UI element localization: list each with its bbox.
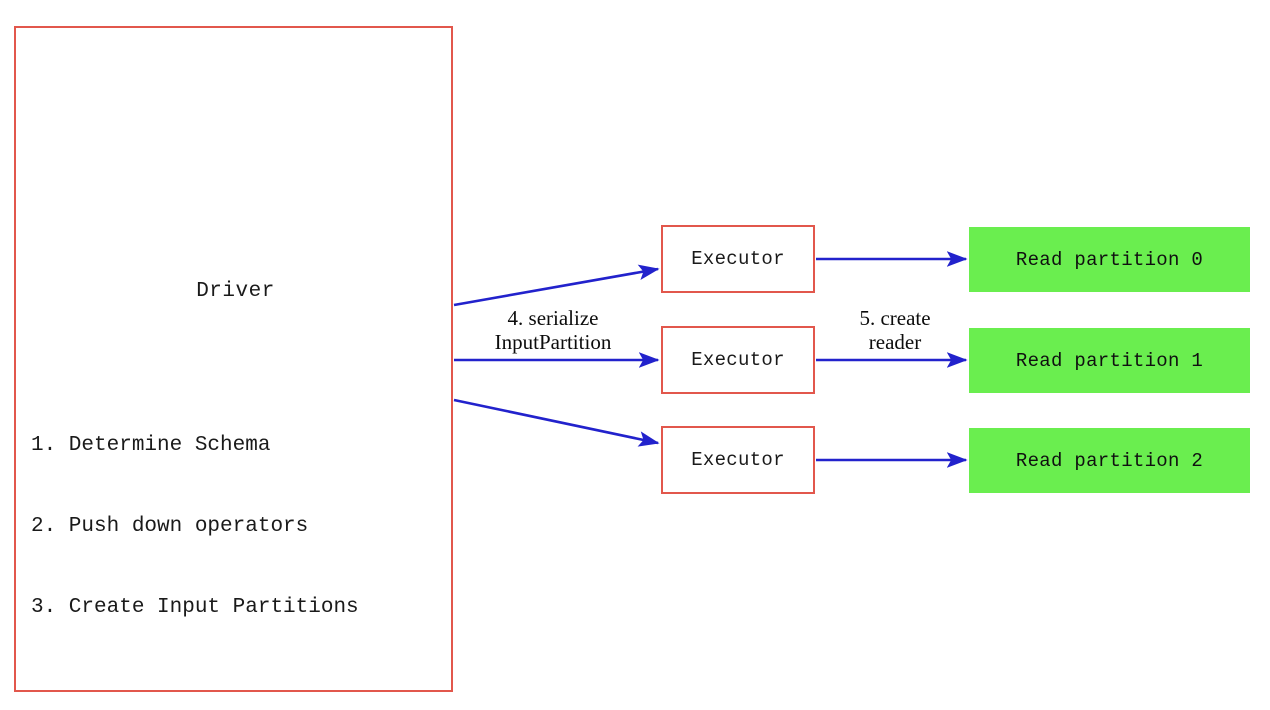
edge-label-create-line-2: reader bbox=[868, 330, 922, 354]
driver-box: Driver 1. Determine Schema 2. Push down … bbox=[14, 26, 453, 692]
driver-title: Driver bbox=[196, 280, 275, 303]
arrow-driver-to-executor-3 bbox=[453, 398, 660, 447]
driver-step-2: 2. Push down operators bbox=[31, 515, 309, 538]
driver-step-3: 3. Create Input Partitions bbox=[31, 596, 359, 619]
driver-step-1: 1. Determine Schema bbox=[31, 434, 271, 457]
executor-box-2: Executor bbox=[661, 326, 815, 394]
executor-box-1: Executor bbox=[661, 225, 815, 293]
edge-label-create-line-1: 5. create bbox=[859, 306, 931, 330]
executor-box-3: Executor bbox=[661, 426, 815, 494]
read-partition-box-1: Read partition 1 bbox=[969, 328, 1250, 393]
read-partition-box-0: Read partition 0 bbox=[969, 227, 1250, 292]
edge-label-serialize: 4. serialize InputPartition bbox=[468, 306, 638, 354]
edge-label-serialize-line-1: 4. serialize bbox=[507, 306, 599, 330]
edge-label-serialize-line-2: InputPartition bbox=[494, 330, 612, 354]
read-partition-box-2: Read partition 2 bbox=[969, 428, 1250, 493]
edge-label-create-reader: 5. create reader bbox=[826, 306, 964, 354]
driver-steps-list: 1. Determine Schema 2. Push down operato… bbox=[31, 378, 359, 675]
arrow-driver-to-executor-1 bbox=[453, 264, 660, 307]
